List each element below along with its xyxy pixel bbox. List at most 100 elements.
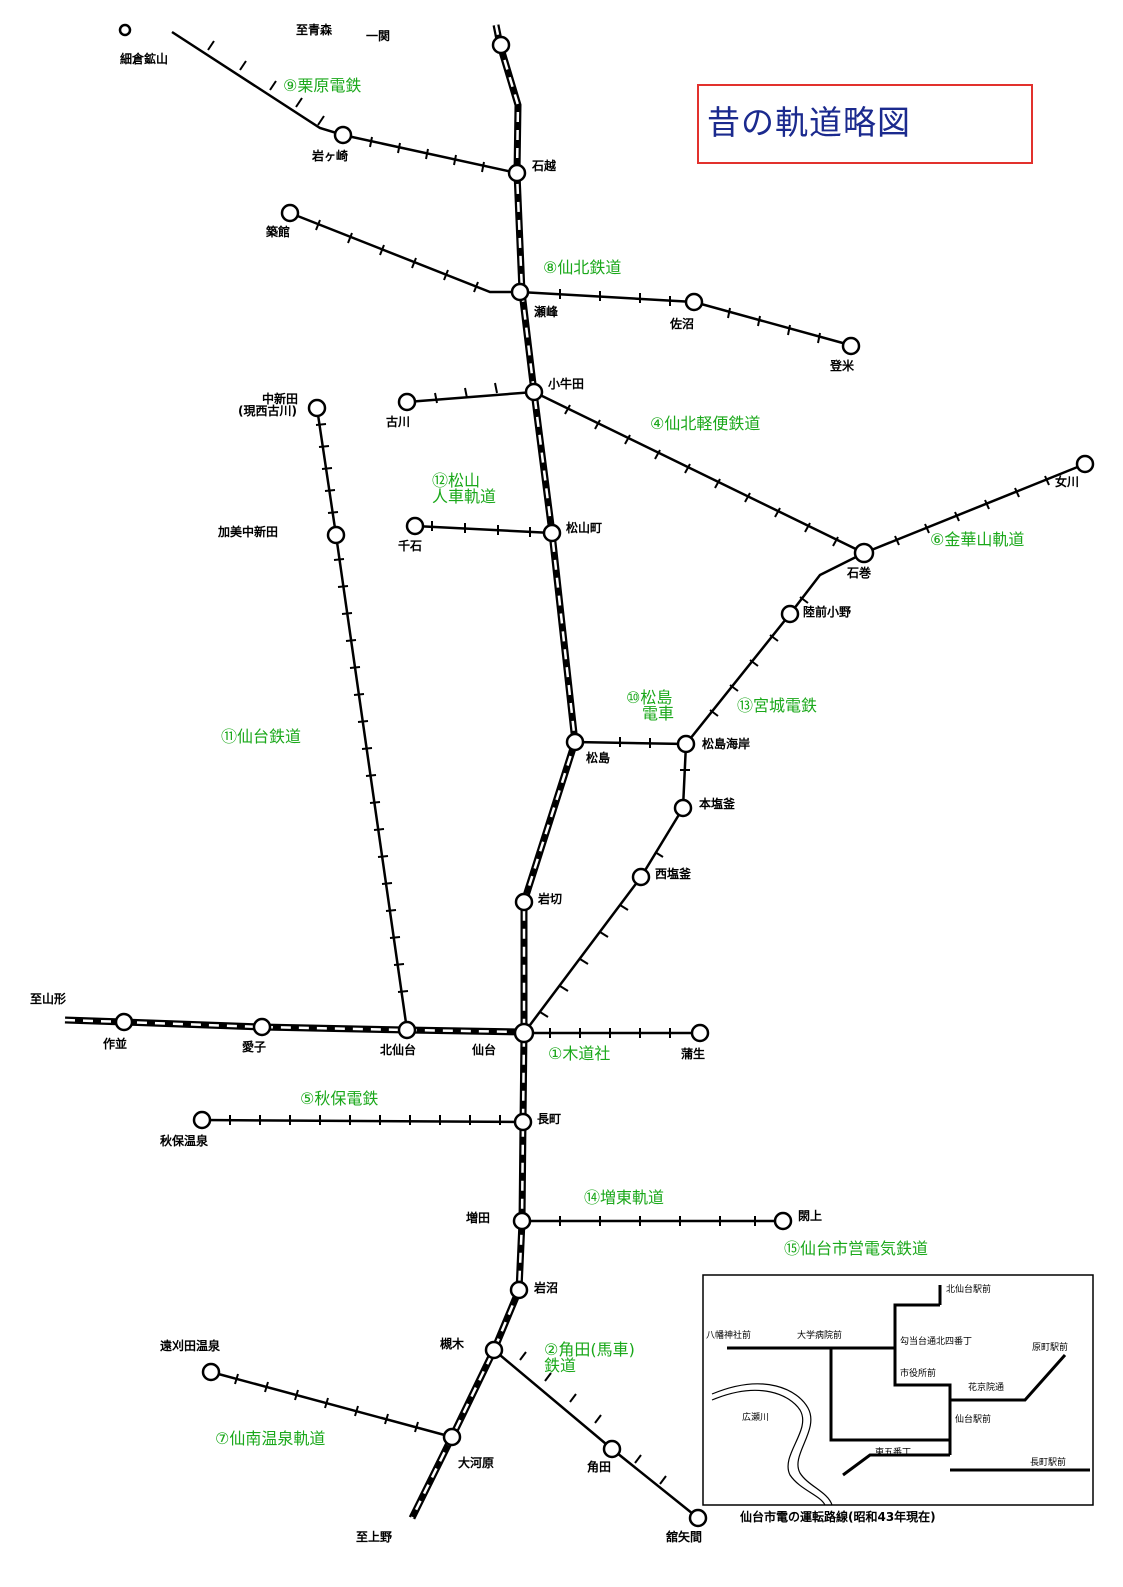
station-hosokura — [118, 23, 132, 37]
station-akiuonsen — [192, 1110, 212, 1130]
direction-yamagata: 至山形 — [30, 991, 66, 1006]
inset-shiyakusho: 市役所前 — [900, 1367, 936, 1379]
inset-haramachi: 原町駅前 — [1032, 1341, 1068, 1353]
station-iwagasaki — [333, 125, 353, 145]
station-yuriage — [773, 1211, 793, 1231]
station-kamichuniida — [326, 525, 346, 545]
direction-ichinoseki: 一関 — [366, 29, 390, 43]
route-zoto: ⑭増東軌道 — [584, 1188, 664, 1207]
station-nakaniida — [307, 398, 327, 418]
kurihara-line — [171, 30, 518, 175]
label-honshiogama: 本塩釜 — [699, 796, 736, 811]
label-nishishiogama: 西塩釜 — [655, 866, 692, 881]
label-ayashi: 愛子 — [242, 1039, 266, 1054]
label-matsuyamamachi: 松山町 — [566, 520, 602, 535]
label-onagawa: 女川 — [1055, 474, 1079, 489]
label-ogawara: 大河原 — [458, 1455, 494, 1470]
label-ishinomaki: 石巻 — [846, 565, 872, 580]
matsuyama-jinsha-line — [414, 524, 553, 535]
label-semine: 瀬峰 — [533, 304, 559, 319]
label-sakunami: 作並 — [103, 1036, 127, 1051]
track-ticks — [207, 40, 1050, 1485]
inset-nagamachiekimae: 長町駅前 — [1030, 1456, 1066, 1468]
station-labels: 細倉鉱山 岩ヶ崎 石越 築館 瀬峰 佐沼 登米 古川 小牛田 中新田 (現西古川… — [103, 51, 1079, 1544]
route-matsushima-1: ⑩松島 — [626, 688, 672, 707]
label-iwagasaki: 岩ヶ崎 — [311, 148, 348, 163]
label-tsukidate: 築館 — [265, 224, 290, 239]
station-tsukidate — [280, 203, 300, 223]
route-kurihara: ⑨栗原電鉄 — [283, 76, 361, 95]
label-iwakiri: 岩切 — [537, 891, 562, 906]
inset-hirosegawa: 広瀬川 — [742, 1411, 769, 1423]
label-matsushima: 松島 — [586, 750, 610, 765]
direction-ueno: 至上野 — [356, 1529, 392, 1544]
route-kakuda-1: ②角田(馬車) — [544, 1340, 635, 1359]
label-kitasendai: 北仙台 — [380, 1042, 416, 1057]
label-nishifurukawa: (現西古川) — [238, 403, 297, 418]
label-yuriage: 閖上 — [798, 1208, 822, 1223]
inset-kotodai: 勾当台通北四番丁 — [900, 1335, 972, 1347]
label-akiuonsen: 秋保温泉 — [160, 1133, 209, 1148]
direction-aomori: 至青森 — [296, 22, 333, 37]
station-matsushima — [565, 732, 585, 752]
station-rikuzenono — [780, 604, 800, 624]
label-masuda: 増田 — [466, 1210, 490, 1225]
station-tome — [841, 336, 861, 356]
station-sanuma — [684, 292, 704, 312]
station-nagamachi — [513, 1112, 533, 1132]
map-title: 昔の軌道略図 — [707, 103, 911, 142]
label-kakuda: 角田 — [587, 1459, 611, 1474]
station-ishinomaki — [853, 542, 875, 564]
kinkazan-line — [863, 462, 1086, 555]
station-ayashi — [252, 1017, 272, 1037]
route-miyagi: ⑬宮城電鉄 — [737, 696, 817, 715]
station-ishikoshi — [507, 163, 527, 183]
jnr-main-line — [408, 24, 579, 1520]
route-kinkazan: ⑥金華山軌道 — [930, 530, 1024, 549]
station-onagawa — [1075, 454, 1095, 474]
label-kogota: 小牛田 — [548, 376, 584, 391]
label-gamo: 蒲生 — [681, 1046, 705, 1061]
station-semine — [510, 282, 530, 302]
label-furukawa: 古川 — [386, 414, 410, 429]
label-nakaniida: 中新田 — [262, 391, 298, 406]
route-sendai-city: ⑮仙台市営電気鉄道 — [784, 1239, 928, 1258]
label-marumori: 舘矢間 — [665, 1529, 702, 1544]
station-gamo — [690, 1023, 710, 1043]
inset-kashoin: 花京院通 — [968, 1381, 1004, 1393]
route-mokudosha: ①木道社 — [548, 1044, 610, 1063]
senhoku-line-tsukidate — [289, 211, 851, 347]
station-nishishiogama — [631, 867, 651, 887]
label-rikuzenono: 陸前小野 — [803, 604, 851, 619]
station-kitasendai — [397, 1020, 417, 1040]
label-kamichuniida: 加美中新田 — [217, 524, 278, 539]
label-sanuma: 佐沼 — [669, 316, 694, 331]
jnr-senzan-line — [64, 1016, 523, 1036]
label-matsushimakaigan: 松島海岸 — [702, 736, 750, 751]
station-matsushimakaigan — [676, 734, 696, 754]
station-sendai — [513, 1022, 535, 1044]
label-sengoku: 千石 — [398, 538, 422, 553]
label-sendai: 仙台 — [472, 1042, 496, 1057]
route-akiu: ⑤秋保電鉄 — [300, 1089, 378, 1108]
station-tsukinoki — [484, 1340, 504, 1360]
route-senhoku: ⑧仙北鉄道 — [543, 258, 621, 277]
route-kakuda-2: 鉄道 — [544, 1356, 576, 1375]
label-nagamachi: 長町 — [537, 1111, 561, 1126]
sennan-onsen-line — [210, 1370, 453, 1439]
station-tokattaonsen — [201, 1362, 221, 1382]
station-iwakiri — [514, 892, 534, 912]
inset-hachimanjinja: 八幡神社前 — [706, 1329, 751, 1341]
station-sakunami — [114, 1012, 134, 1032]
label-hosokura: 細倉鉱山 — [120, 51, 168, 66]
route-sennan: ⑦仙南温泉軌道 — [215, 1429, 325, 1448]
station-iwanuma — [509, 1280, 529, 1300]
route-matsushima-2: 電車 — [642, 704, 674, 723]
route-senhoku-keiben: ④仙北軽便鉄道 — [650, 414, 760, 433]
route-labels: ⑨栗原電鉄 ⑧仙北鉄道 ④仙北軽便鉄道 ⑫松山 人車軌道 ⑥金華山軌道 ⑩松島 … — [215, 76, 1024, 1448]
inset-higashigoban: 東五番丁 — [875, 1446, 911, 1458]
station-sengoku — [405, 516, 425, 536]
route-sendai-railway: ⑪仙台鉄道 — [221, 727, 301, 746]
label-ishikoshi: 石越 — [531, 158, 557, 173]
inset-kitasendaiekimae: 北仙台駅前 — [946, 1283, 991, 1295]
